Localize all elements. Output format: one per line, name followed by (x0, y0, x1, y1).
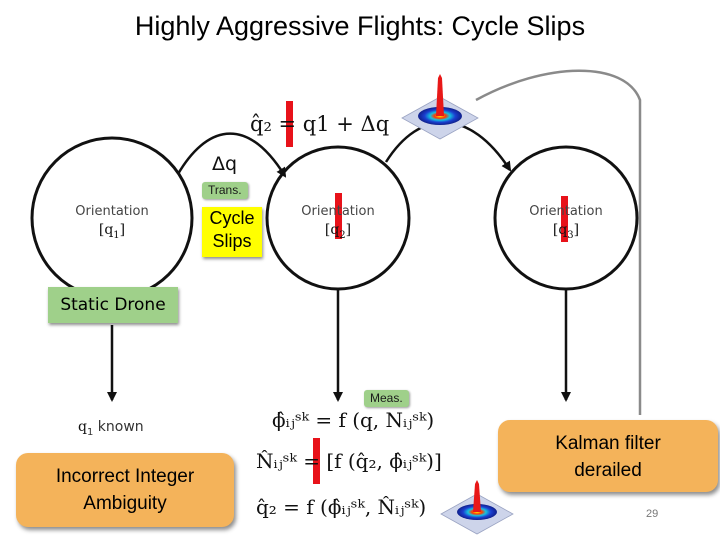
meas-tag: Meas. (364, 390, 409, 407)
incorrect-ambiguity-box: Incorrect Integer Ambiguity (16, 453, 234, 527)
state-q3: Orientation [q3] (516, 203, 616, 245)
cycle-slips-box: Cycle Slips (202, 207, 262, 257)
delta-q-label: Δq (212, 153, 238, 175)
equation-phi: ϕ̂ᵢⱼˢᵏ = f (q, Nᵢⱼˢᵏ) (272, 408, 435, 432)
equation-q2: q̂₂ = f (ϕ̂ᵢⱼˢᵏ, N̂ᵢⱼˢᵏ) (256, 495, 427, 519)
state-q2-var: [q2] (324, 222, 352, 241)
state-q2-label: Orientation (301, 204, 375, 219)
red-marker-q3 (561, 196, 568, 242)
state-q3-var: [q3] (552, 222, 580, 241)
state-q3-label: Orientation (529, 204, 603, 219)
trans-tag: Trans. (202, 182, 248, 199)
equation-n: N̂ᵢⱼˢᵏ = [f (q̂₂, ϕ̂ᵢⱼˢᵏ)] (256, 449, 442, 473)
q1-known-label: q1 known (78, 419, 144, 438)
page-number: 29 (646, 508, 659, 520)
equation-top: q̂₂ = q1 + Δq (250, 112, 390, 136)
incorrect-ambiguity-line2: Ambiguity (83, 493, 167, 514)
red-marker-top (286, 101, 293, 147)
kalman-derailed-line2: derailed (574, 460, 642, 481)
cycle-slips-line2: Slips (212, 231, 252, 251)
feedback-curve (475, 69, 642, 415)
state-q1: Orientation [q1] (62, 203, 162, 245)
slide-title: Highly Aggressive Flights: Cycle Slips (134, 11, 586, 41)
surface-plot-top (401, 74, 479, 140)
state-q1-var: [q1] (98, 222, 126, 241)
surface-plot-bottom (440, 480, 514, 535)
red-marker-q2 (335, 193, 342, 239)
transition-arc-1 (176, 132, 287, 178)
cycle-slips-line1: Cycle (209, 208, 255, 228)
kalman-derailed-line1: Kalman filter (555, 433, 661, 454)
state-q2: Orientation [q2] (288, 203, 388, 245)
kalman-derailed-box: Kalman filter derailed (498, 420, 718, 492)
state-q1-label: Orientation (75, 204, 149, 219)
incorrect-ambiguity-line1: Incorrect Integer (55, 466, 195, 487)
static-drone-label: Static Drone (48, 287, 178, 323)
red-marker-bottom (313, 438, 320, 484)
